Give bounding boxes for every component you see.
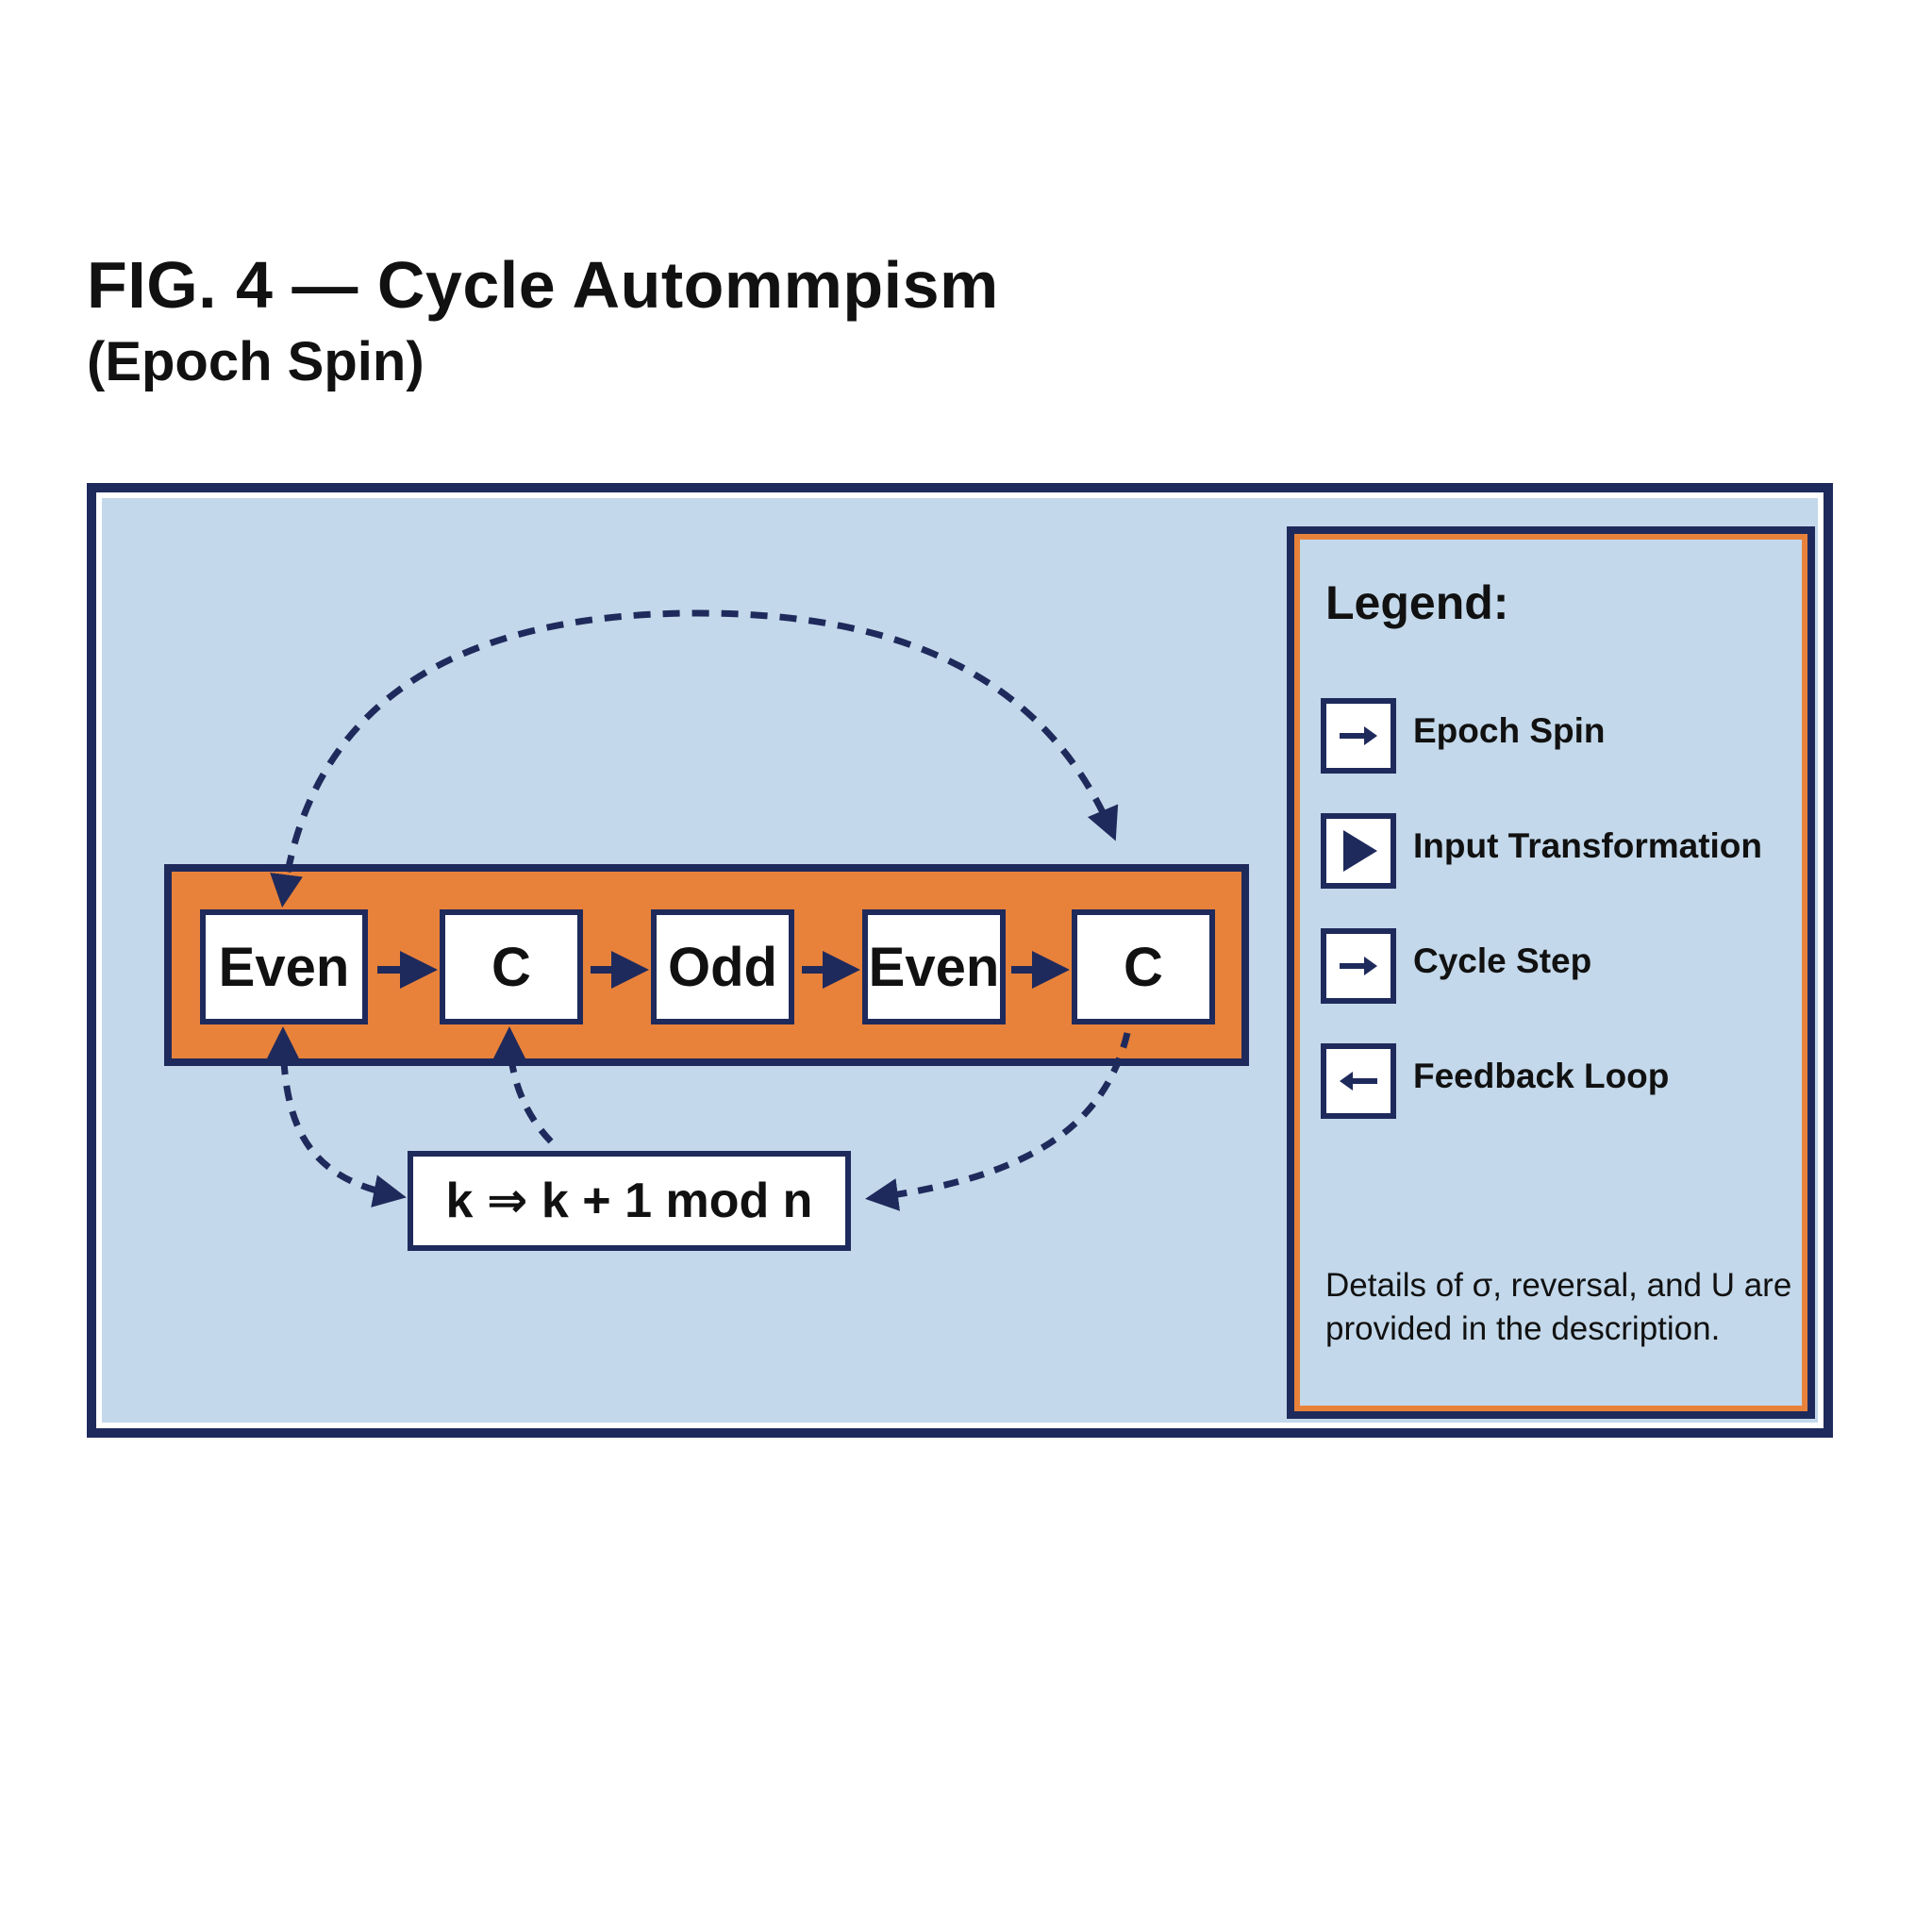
figure-subtitle: (Epoch Spin) (87, 331, 425, 392)
c-to-formula-arc (865, 1032, 1131, 1211)
chain-node-even-1: Even (200, 909, 368, 1024)
formula-to-c-arc (492, 1026, 554, 1144)
chain-node-c-2: C (1072, 909, 1215, 1024)
legend-label-epoch-spin: Epoch Spin (1413, 711, 1606, 750)
right-arrow-icon (1321, 928, 1396, 1004)
left-arrow-icon (1321, 1043, 1396, 1119)
even-feedback-arc (266, 1026, 407, 1208)
right-arrow-icon (1321, 698, 1396, 774)
legend-title: Legend: (1325, 576, 1509, 629)
legend-note: Details of σ, reversal, and U are provid… (1325, 1267, 1792, 1347)
formula-box: k ⇒ k + 1 mod n (408, 1151, 851, 1251)
legend-label-cycle-step: Cycle Step (1413, 941, 1592, 980)
chain-node-odd: Odd (651, 909, 794, 1024)
figure-title: FIG. 4 — Cycle Autommpism (87, 248, 999, 322)
legend-label-feedback-loop: Feedback Loop (1413, 1057, 1670, 1095)
play-triangle-icon (1321, 813, 1396, 889)
legend-label-input-transformation: Input Transformation (1413, 826, 1762, 865)
chain-node-even-2: Even (862, 909, 1006, 1024)
epoch-spin-arc (270, 609, 1119, 908)
chain-node-c-1: C (440, 909, 583, 1024)
